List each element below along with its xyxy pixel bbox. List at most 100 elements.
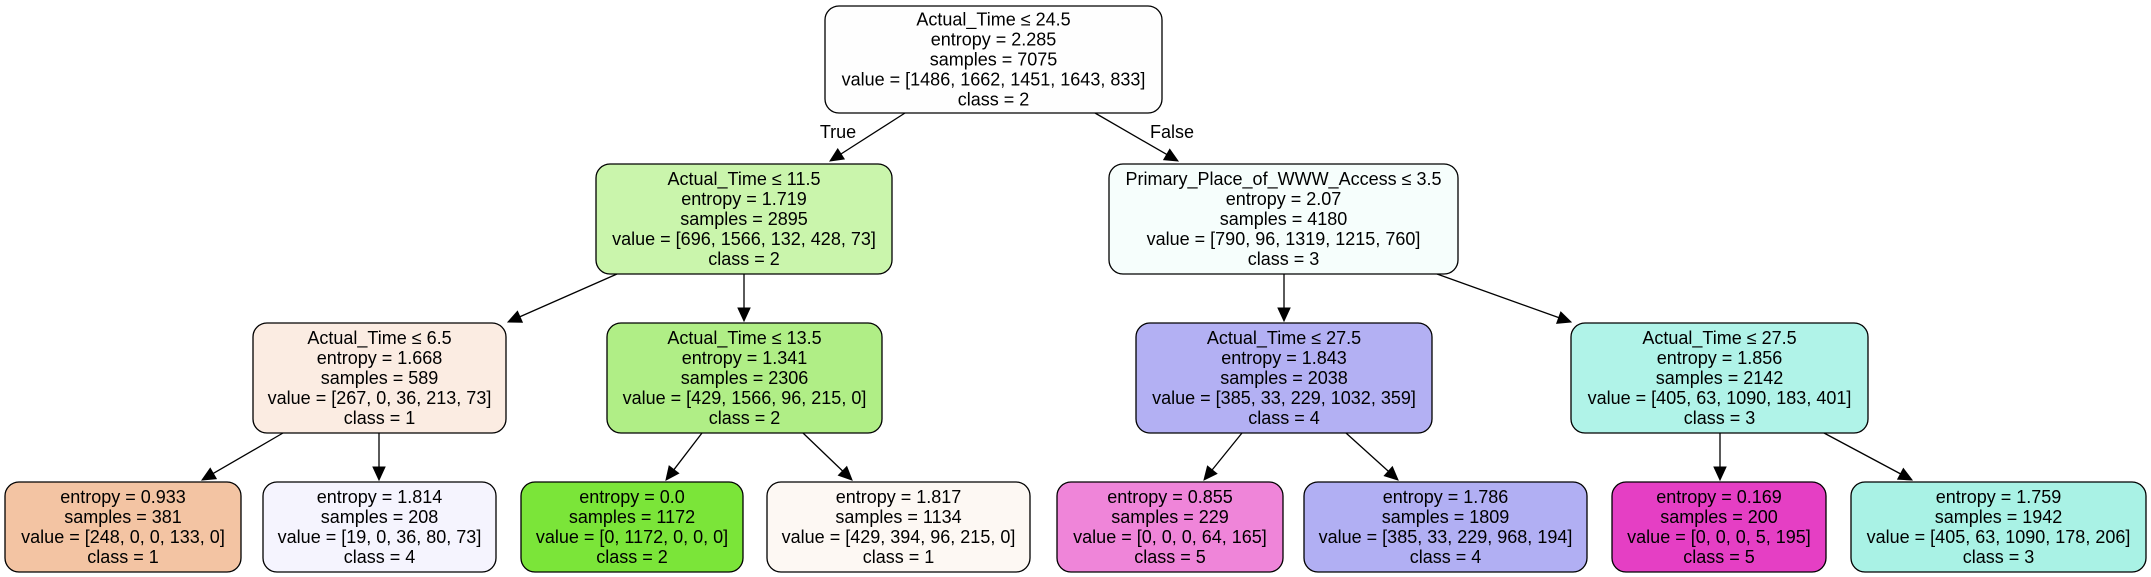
tree-edge-n2-n6 [1436,273,1573,324]
tree-edge-n2-n5 [1277,274,1291,323]
tree-edge-n4-n9 [665,432,703,481]
tree-node-line: Actual_Time ≤ 6.5 [307,328,451,349]
tree-node-box [1303,481,1588,573]
tree-node-box [1108,163,1459,275]
tree-node-line: entropy = 1.341 [682,348,808,368]
tree-node-line: entropy = 1.668 [317,348,443,368]
tree-node-line: entropy = 1.843 [1221,348,1347,368]
tree-node-line: samples = 1809 [1382,507,1510,527]
tree-edge-n1-n3 [506,273,618,323]
arrowhead [837,465,853,481]
edge-line [1094,112,1168,156]
tree-node-line: entropy = 1.817 [836,487,962,507]
edge-line [673,432,703,471]
tree-node-line: samples = 1942 [1935,507,2063,527]
tree-node-line: entropy = 1.759 [1936,487,2062,507]
tree-node-line: Actual_Time ≤ 24.5 [916,10,1070,31]
tree-edge-n1-n4 [737,274,751,323]
tree-node-line: samples = 229 [1111,507,1229,527]
tree-node-line: value = [1486, 1662, 1451, 1643, 833] [842,70,1146,90]
tree-node-box [4,481,242,573]
tree-node-line: value = [267, 0, 36, 213, 73] [268,388,492,408]
tree-node-line: entropy = 2.07 [1226,189,1342,209]
tree-edge-n6-n14 [1823,432,1914,481]
tree-node-line: class = 2 [708,249,780,269]
edge-line [802,432,844,472]
tree-node-line: entropy = 0.933 [60,487,186,507]
tree-edge-n4-n10 [802,432,853,481]
tree-node-line: samples = 2038 [1220,368,1348,388]
arrowhead [665,465,680,481]
tree-edge-root-n1 [828,112,906,162]
tree-node-line: samples = 381 [64,507,182,527]
tree-node-line: class = 4 [1410,547,1482,567]
arrowhead [1556,311,1573,324]
tree-node-line: class = 2 [596,547,668,567]
tree-node-line: class = 2 [709,408,781,428]
edge-line [840,112,906,155]
arrowhead [1203,465,1218,481]
tree-node-line: class = 4 [344,547,416,567]
tree-node-line: value = [19, 0, 36, 80, 73] [278,527,482,547]
tree-node-line: Actual_Time ≤ 27.5 [1207,328,1361,349]
tree-edge-n5-n12 [1345,432,1399,481]
tree-node-line: value = [248, 0, 0, 133, 0] [21,527,225,547]
tree-node-line: samples = 1172 [569,507,695,527]
tree-node-line: class = 2 [958,90,1030,110]
arrowhead [506,310,524,323]
arrowhead [828,148,846,162]
tree-node-line: class = 4 [1248,408,1320,428]
edge-line [519,273,618,318]
edge-line [1823,432,1901,475]
tree-node-line: class = 1 [87,547,159,567]
tree-node-box [824,5,1163,114]
tree-node-box [595,163,893,275]
tree-node-line: Actual_Time ≤ 11.5 [668,169,821,190]
tree-node-line: class = 1 [344,408,416,428]
tree-node-line: value = [429, 394, 96, 215, 0] [782,527,1016,547]
tree-node-line: Primary_Place_of_WWW_Access ≤ 3.5 [1126,169,1442,190]
tree-node-box [1611,481,1827,573]
tree-node-line: entropy = 1.814 [317,487,443,507]
tree-node-line: entropy = 1.786 [1383,487,1509,507]
tree-node-line: samples = 2895 [680,209,808,229]
tree-node-line: class = 5 [1134,547,1206,567]
edge-line [1436,273,1559,319]
edge-line [1345,432,1389,472]
tree-node-box [1850,481,2147,573]
tree-node-line: samples = 200 [1660,507,1778,527]
tree-node-line: samples = 589 [321,368,439,388]
tree-node-box [520,481,744,573]
tree-node-line: class = 3 [1248,249,1320,269]
tree-node-line: value = [429, 1566, 96, 215, 0] [623,388,867,408]
tree-edge-root-n2 [1094,112,1180,162]
tree-edge-n3-n8 [372,433,386,482]
tree-node-line: Actual_Time ≤ 13.5 [667,328,821,349]
tree-node-line: samples = 1134 [835,507,961,527]
tree-edge-n5-n11 [1203,432,1243,481]
tree-node-line: class = 3 [1684,408,1756,428]
tree-node-line: entropy = 1.856 [1657,348,1783,368]
tree-node-line: samples = 2142 [1656,368,1784,388]
arrowhead [372,466,386,482]
tree-node-n2: Primary_Place_of_WWW_Access ≤ 3.5entropy… [1108,163,1459,275]
tree-node-line: entropy = 0.855 [1107,487,1233,507]
tree-node-box [766,481,1031,573]
tree-node-line: value = [385, 33, 229, 1032, 359] [1152,388,1416,408]
tree-node-line: value = [0, 0, 0, 5, 195] [1627,527,1811,547]
tree-node-box [606,322,883,434]
tree-node-line: Actual_Time ≤ 27.5 [1642,328,1796,349]
tree-node-line: class = 3 [1963,547,2035,567]
tree-node-line: value = [405, 63, 1090, 178, 206] [1867,527,2131,547]
tree-node-line: entropy = 0.0 [579,487,685,507]
